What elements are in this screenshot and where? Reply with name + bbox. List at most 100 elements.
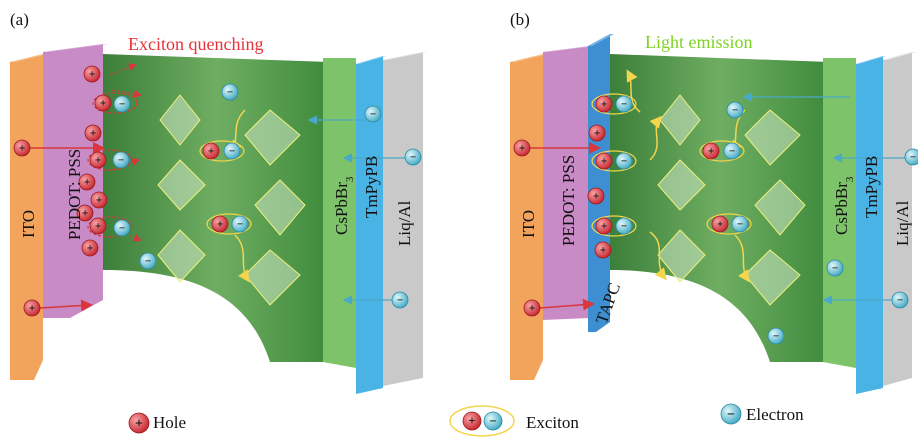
svg-text:−: − xyxy=(229,146,235,158)
pedot-label: PEDOT: PSS xyxy=(559,155,578,246)
pedot-pss-layer xyxy=(543,46,590,320)
electron-particle: − xyxy=(767,327,785,345)
svg-text:+: + xyxy=(29,303,35,315)
electron-particle: − xyxy=(726,101,744,119)
hole-particle: + xyxy=(523,299,541,317)
electron-particle: − xyxy=(483,411,503,431)
excitons-a xyxy=(199,140,252,235)
charges-a: ++−++−++++−+−−+−+−−++−− xyxy=(13,65,422,317)
quenching-arrows xyxy=(109,63,142,242)
hole-particle: + xyxy=(81,239,99,257)
hole-particle: + xyxy=(595,217,613,235)
hole-particle: + xyxy=(595,152,613,170)
hole-particle: + xyxy=(711,215,729,233)
svg-text:+: + xyxy=(601,221,607,233)
electron-particle: − xyxy=(615,95,633,113)
charges-b: +−++−++−+−+−+−++−−−− xyxy=(513,95,918,345)
electron-particle: − xyxy=(364,105,382,123)
tmpypb-label: TmPyPB xyxy=(862,156,881,218)
exciton-quenching-annotation: Exciton quenching xyxy=(128,34,264,54)
svg-text:−: − xyxy=(621,221,627,233)
svg-text:+: + xyxy=(519,143,525,155)
hole-particle: + xyxy=(76,204,94,222)
subscript-3: 3 xyxy=(844,176,856,182)
svg-text:+: + xyxy=(96,195,102,207)
hole-particle: + xyxy=(13,139,31,157)
hole-particle: + xyxy=(513,139,531,157)
svg-text:−: − xyxy=(910,152,916,164)
electron-injection-arrows-b xyxy=(742,92,905,305)
svg-text:−: − xyxy=(118,155,124,167)
svg-text:−: − xyxy=(621,156,627,168)
legend-hole-label: Hole xyxy=(153,413,187,432)
svg-text:+: + xyxy=(529,303,535,315)
svg-text:−: − xyxy=(145,256,151,268)
svg-text:+: + xyxy=(593,191,599,203)
panel-b-label: (b) xyxy=(510,10,530,29)
panel-b: +−++−++−+−+−+−++−−−− xyxy=(510,34,918,394)
tmpypb-layer xyxy=(856,56,883,394)
svg-text:+: + xyxy=(717,219,723,231)
electron-particle: − xyxy=(731,215,749,233)
octahedra-b xyxy=(657,94,806,306)
electron-particle: − xyxy=(826,259,844,277)
hole-particle: + xyxy=(588,124,606,142)
electron-particle: − xyxy=(615,152,633,170)
legend-exciton-label: Exciton xyxy=(526,413,579,432)
svg-text:+: + xyxy=(468,414,475,428)
svg-text:+: + xyxy=(95,221,101,233)
hole-particle: + xyxy=(89,217,107,235)
hole-injection-arrows-a xyxy=(30,142,105,312)
svg-text:−: − xyxy=(119,223,125,235)
hole-particle: + xyxy=(83,65,101,83)
hole-injection-arrows-b xyxy=(530,142,601,311)
excitons-b xyxy=(591,93,752,237)
electron-injection-arrows-a xyxy=(307,115,405,305)
svg-text:−: − xyxy=(737,219,743,231)
svg-text:−: − xyxy=(732,105,738,117)
hole-particle: + xyxy=(84,124,102,142)
ito-layer xyxy=(10,54,43,380)
cspbbr3-layer xyxy=(823,58,856,368)
legend-icons: ++−− xyxy=(128,403,742,437)
hole-particle: + xyxy=(462,411,482,431)
svg-text:−: − xyxy=(729,146,735,158)
tmpypb-layer xyxy=(356,56,383,394)
pedot-label: PEDOT: PSS xyxy=(65,149,84,240)
subscript-3: 3 xyxy=(344,176,356,182)
hole-particle: + xyxy=(23,299,41,317)
svg-text:−: − xyxy=(621,99,627,111)
svg-text:−: − xyxy=(832,263,838,275)
svg-text:−: − xyxy=(773,331,779,343)
electron-particle: − xyxy=(615,217,633,235)
svg-text:+: + xyxy=(84,177,90,189)
hole-particle: + xyxy=(587,187,605,205)
liq-al-label: Liq/Al xyxy=(893,200,912,246)
hole-particle: + xyxy=(211,215,229,233)
svg-text:−: − xyxy=(119,99,125,111)
svg-text:+: + xyxy=(87,243,93,255)
svg-text:−: − xyxy=(410,152,416,164)
quenched-excitons xyxy=(87,92,138,238)
hole-particle: + xyxy=(94,94,112,112)
svg-text:−: − xyxy=(397,295,403,307)
hole-particle: + xyxy=(202,142,220,160)
svg-text:+: + xyxy=(100,98,106,110)
electron-particle: − xyxy=(391,291,409,309)
hole-particle: + xyxy=(90,191,108,209)
electron-particle: − xyxy=(904,148,918,166)
electron-particle: − xyxy=(113,95,131,113)
ito-layer xyxy=(510,54,543,380)
panel-a: ++−++−++++−+−−+−+−−++−− xyxy=(10,44,427,394)
legend-electron-label: Electron xyxy=(746,405,804,424)
hole-particle: + xyxy=(89,151,107,169)
ito-label: ITO xyxy=(19,210,38,238)
electron-particle: − xyxy=(139,252,157,270)
svg-text:+: + xyxy=(208,146,214,158)
tmpypb-label: TmPyPB xyxy=(362,156,381,218)
svg-text:+: + xyxy=(601,156,607,168)
svg-text:+: + xyxy=(600,245,606,257)
light-emission-annotation: Light emission xyxy=(645,32,753,52)
